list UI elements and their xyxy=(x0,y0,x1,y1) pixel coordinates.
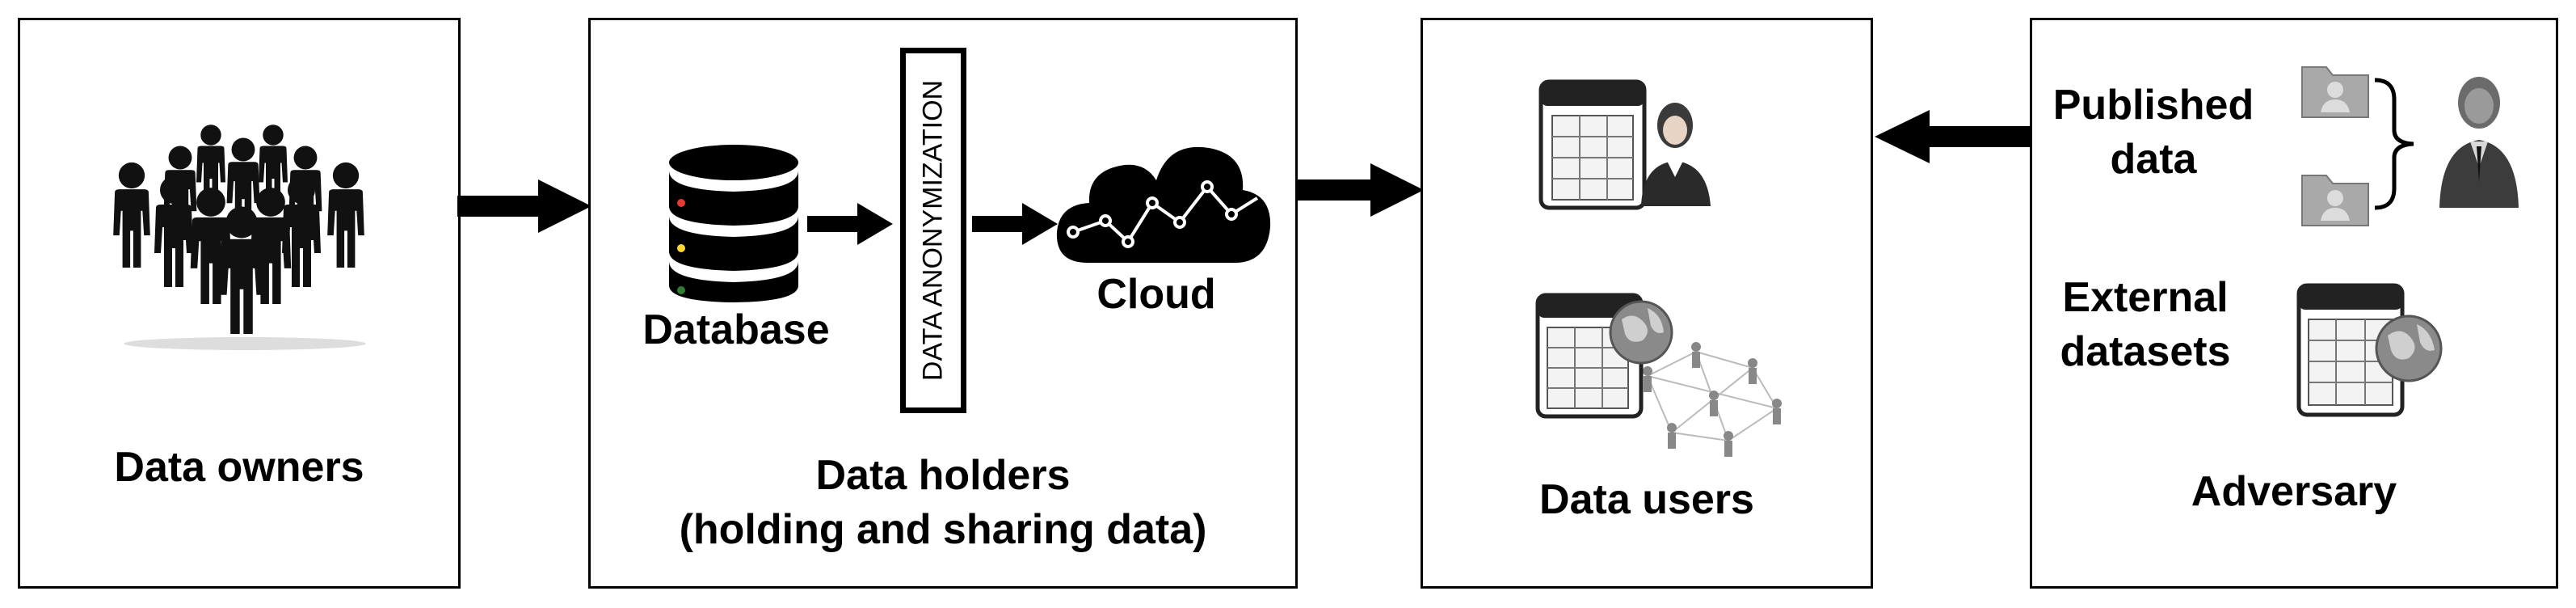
arrow-adversary-to-users xyxy=(1875,110,2035,163)
external-datasets-line2: datasets xyxy=(2060,327,2231,375)
adversary-person-icon xyxy=(2439,77,2519,208)
adversary-panel: Published data External datasets xyxy=(2030,18,2558,589)
data-anonymization-label: DATA ANONYMIZATION xyxy=(917,79,949,382)
arrow-holders-to-users xyxy=(1296,163,1424,217)
database-label: Database xyxy=(642,306,830,353)
external-datasets-line1: External xyxy=(2062,274,2229,321)
arrow-owners-to-holders xyxy=(457,179,591,233)
data-users-panel: Data users xyxy=(1421,18,1873,589)
external-datasets-label: External datasets xyxy=(2048,271,2242,378)
adversary-label: Adversary xyxy=(2191,468,2397,515)
data-owners-panel: Data owners xyxy=(18,18,461,589)
cloud-label: Cloud xyxy=(1096,271,1216,318)
folder-person-icon xyxy=(2301,175,2369,226)
data-owners-label: Data owners xyxy=(114,444,364,491)
table-globe-icon xyxy=(2296,283,2443,417)
data-holders-title-line2: (holding and sharing data) xyxy=(679,505,1207,553)
data-users-label: Data users xyxy=(1539,476,1754,523)
data-holders-title: Data holders (holding and sharing data) xyxy=(591,449,1295,556)
cloud-network-icon xyxy=(1056,146,1271,263)
folder-person-icon xyxy=(2301,66,2369,118)
brace-connector xyxy=(2374,78,2414,210)
arrow-anonymization-to-cloud xyxy=(972,203,1058,245)
data-holders-title-line1: Data holders xyxy=(815,452,1071,499)
data-holders-panel: Database DATA ANONYMIZATION Cloud Data h… xyxy=(588,18,1298,589)
data-anonymization-box: DATA ANONYMIZATION xyxy=(900,48,966,413)
people-group-icon xyxy=(113,125,366,350)
published-data-line1: Published xyxy=(2052,82,2254,129)
database-icon xyxy=(669,145,798,302)
published-data-label: Published data xyxy=(2048,78,2258,186)
table-person-icon xyxy=(1538,79,1711,210)
table-globe-network-icon xyxy=(1535,293,1782,457)
published-data-line2: data xyxy=(2110,135,2197,183)
arrow-db-to-anonymization xyxy=(807,203,893,245)
